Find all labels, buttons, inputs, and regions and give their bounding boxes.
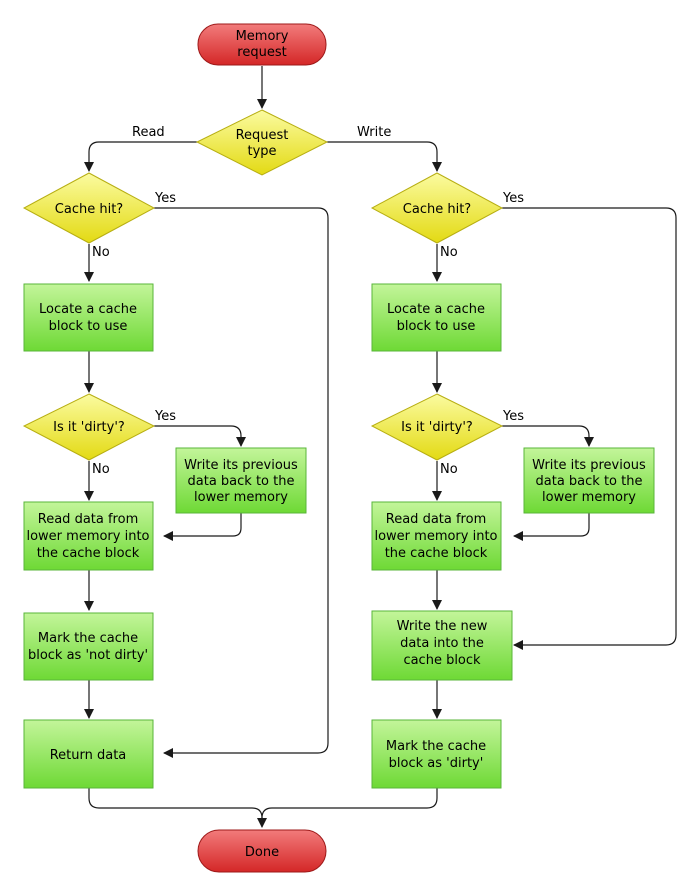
write-newdata-line1: Write the new bbox=[397, 619, 488, 634]
read-writeback-block: Write its previous data back to the lowe… bbox=[175, 447, 307, 514]
edge-write-mark-to-done bbox=[261, 788, 438, 819]
read-dirty-label: Is it 'dirty'? bbox=[53, 420, 125, 435]
read-writeback-shape bbox=[175, 447, 307, 514]
write-dirty-label: Is it 'dirty'? bbox=[401, 420, 473, 435]
edge-labels: Read Write Yes No Yes No Yes No Yes No bbox=[92, 125, 524, 477]
request-type-decision: Request type bbox=[195, 109, 329, 176]
write-dirty-shape bbox=[370, 393, 504, 461]
read-mark-line2: block as 'not dirty' bbox=[28, 648, 148, 663]
write-newdata-line2: data into the bbox=[400, 636, 484, 651]
write-cache-hit-shape bbox=[370, 172, 504, 244]
write-readdata-line3: the cache block bbox=[385, 546, 488, 561]
write-readdata-line1: Read data from bbox=[386, 512, 486, 527]
read-return-label: Return data bbox=[50, 748, 127, 763]
read-locate-line2: block to use bbox=[49, 319, 128, 334]
write-mark-line2: block as 'dirty' bbox=[389, 756, 484, 771]
write-newdata-block: Write the new data into the cache block bbox=[371, 610, 513, 681]
label-read: Read bbox=[132, 125, 165, 140]
read-mark-line1: Mark the cache bbox=[38, 631, 138, 646]
read-readdata-line3: the cache block bbox=[37, 546, 140, 561]
nodes: Memory request Done Request type Cache h… bbox=[22, 23, 655, 873]
write-locate-line1: Locate a cache bbox=[387, 302, 485, 317]
read-readdata-block: Read data from lower memory into the cac… bbox=[23, 501, 154, 571]
label-write: Write bbox=[357, 125, 391, 140]
write-writeback-line1: Write its previous bbox=[532, 458, 646, 473]
read-readdata-line1: Read data from bbox=[38, 512, 138, 527]
write-locate-block: Locate a cache block to use bbox=[371, 283, 502, 352]
label-write-dirty-yes: Yes bbox=[502, 409, 524, 424]
write-readdata-block: Read data from lower memory into the cac… bbox=[371, 501, 502, 571]
write-locate-shape bbox=[371, 283, 502, 352]
edges bbox=[84, 66, 677, 828]
read-cache-hit-label: Cache hit? bbox=[55, 202, 123, 217]
memory-request-terminal: Memory request bbox=[197, 23, 327, 66]
edge-read-writeback-to-read bbox=[163, 513, 242, 541]
read-writeback-line2: data back to the bbox=[188, 474, 295, 489]
write-writeback-line2: data back to the bbox=[536, 474, 643, 489]
read-mark-shape bbox=[23, 612, 154, 681]
write-mark-block: Mark the cache block as 'dirty' bbox=[371, 719, 502, 789]
write-dirty-decision: Is it 'dirty'? bbox=[370, 393, 504, 461]
write-mark-line1: Mark the cache bbox=[386, 739, 486, 754]
request-type-shape bbox=[195, 109, 329, 176]
read-return-shape bbox=[23, 719, 154, 789]
write-writeback-block: Write its previous data back to the lowe… bbox=[523, 447, 655, 514]
write-writeback-line3: lower memory bbox=[542, 490, 636, 505]
read-cache-hit-shape bbox=[22, 172, 156, 244]
read-dirty-decision: Is it 'dirty'? bbox=[22, 393, 156, 461]
memory-request-line2: request bbox=[237, 45, 286, 60]
memory-request-line1: Memory bbox=[236, 29, 289, 44]
edge-read-return-to-done bbox=[88, 788, 267, 828]
memory-request-shape bbox=[197, 23, 327, 66]
label-read-hit-yes: Yes bbox=[154, 191, 176, 206]
write-cache-hit-label: Cache hit? bbox=[403, 202, 471, 217]
write-newdata-line3: cache block bbox=[403, 653, 481, 668]
read-locate-shape bbox=[23, 283, 154, 352]
read-locate-block: Locate a cache block to use bbox=[23, 283, 154, 352]
write-locate-line2: block to use bbox=[397, 319, 476, 334]
request-type-line2: type bbox=[247, 144, 276, 159]
read-writeback-line1: Write its previous bbox=[184, 458, 298, 473]
write-mark-shape bbox=[371, 719, 502, 789]
edge-write-writeback-to-read bbox=[513, 513, 590, 541]
label-write-hit-yes: Yes bbox=[502, 191, 524, 206]
done-terminal: Done bbox=[197, 829, 327, 873]
read-locate-line1: Locate a cache bbox=[39, 302, 137, 317]
label-write-dirty-no: No bbox=[440, 462, 458, 477]
done-shape bbox=[197, 829, 327, 873]
write-readdata-shape bbox=[371, 501, 502, 571]
read-cache-hit-decision: Cache hit? bbox=[22, 172, 156, 244]
write-readdata-line2: lower memory into bbox=[374, 529, 497, 544]
edge-read-dirty-yes bbox=[154, 425, 246, 447]
label-read-dirty-yes: Yes bbox=[154, 409, 176, 424]
edge-write-dirty-yes bbox=[502, 425, 594, 447]
write-newdata-shape bbox=[371, 610, 513, 681]
read-return-block: Return data bbox=[23, 719, 154, 789]
edge-write-branch bbox=[327, 141, 442, 172]
read-writeback-line3: lower memory bbox=[194, 490, 288, 505]
request-type-line1: Request bbox=[236, 128, 289, 143]
write-cache-hit-decision: Cache hit? bbox=[370, 172, 504, 244]
edge-write-hit-yes bbox=[502, 207, 677, 650]
read-dirty-shape bbox=[22, 393, 156, 461]
edge-read-branch bbox=[84, 141, 197, 172]
read-readdata-line2: lower memory into bbox=[26, 529, 149, 544]
label-write-hit-no: No bbox=[440, 245, 458, 260]
write-writeback-shape bbox=[523, 447, 655, 514]
done-label: Done bbox=[245, 845, 279, 860]
label-read-hit-no: No bbox=[92, 245, 110, 260]
read-mark-block: Mark the cache block as 'not dirty' bbox=[23, 612, 154, 681]
read-readdata-shape bbox=[23, 501, 154, 571]
edge-read-hit-yes bbox=[154, 207, 329, 758]
label-read-dirty-no: No bbox=[92, 462, 110, 477]
